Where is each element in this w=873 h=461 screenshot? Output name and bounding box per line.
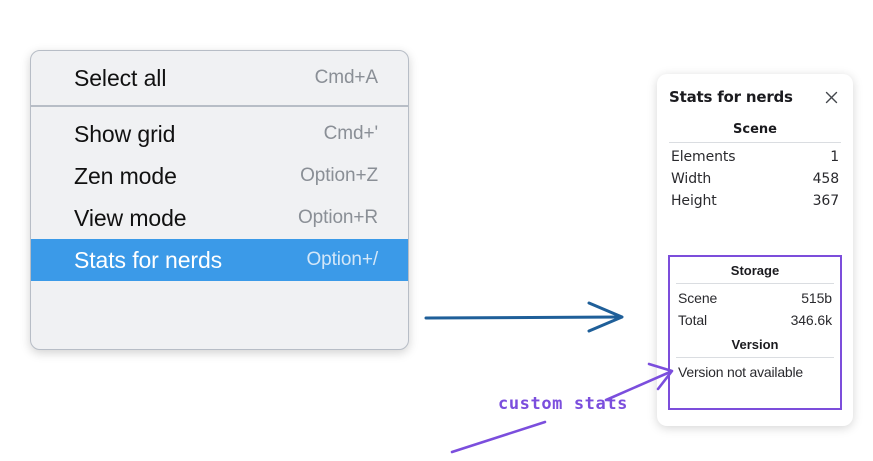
menu-item-shortcut: Option+R (298, 207, 378, 228)
stats-for-nerds-panel: Stats for nerds Scene Elements 1 Width 4… (657, 74, 853, 426)
section-title: Scene (733, 122, 777, 137)
stats-panel-header: Stats for nerds (669, 74, 841, 116)
menu-item-label: Zen mode (74, 162, 177, 189)
stat-value: 1 (830, 149, 839, 165)
section-rule (676, 283, 834, 284)
stat-value: 458 (812, 171, 840, 187)
menu-item-label: Select all (74, 64, 167, 91)
purple-underline-stroke (450, 420, 547, 454)
table-row: Width 458 (669, 168, 841, 190)
stat-key: Height (671, 193, 717, 209)
table-row: Height 367 (669, 190, 841, 212)
section-rule (676, 357, 834, 358)
menu-item-shortcut: Option+/ (306, 249, 378, 270)
menu-group-1: Select all Cmd+A (31, 51, 408, 105)
menu-item-view-mode[interactable]: View mode Option+R (31, 197, 408, 239)
stat-key: Width (671, 171, 712, 187)
context-menu[interactable]: Select all Cmd+A Show grid Cmd+' Zen mod… (30, 50, 409, 350)
close-icon[interactable] (821, 87, 841, 107)
menu-item-shortcut: Cmd+' (323, 123, 378, 144)
stats-panel-title: Stats for nerds (669, 88, 793, 106)
stat-key: Total (678, 312, 708, 328)
menu-divider (31, 105, 408, 107)
menu-item-label: Show grid (74, 120, 176, 147)
custom-stats-annotation-label: custom stats (498, 394, 629, 414)
stats-section-storage: Storage Scene 515b Total 346.6k (676, 257, 834, 331)
stats-section-version: Version Version not available (676, 331, 834, 383)
menu-item-stats-for-nerds[interactable]: Stats for nerds Option+/ (31, 239, 408, 281)
blue-arrow-icon (424, 301, 624, 333)
table-row: Total 346.6k (676, 309, 834, 331)
stats-section-scene: Scene Elements 1 Width 458 Height 367 (669, 116, 841, 212)
section-rule (669, 142, 841, 143)
menu-item-shortcut: Option+Z (300, 165, 378, 186)
table-row: Scene 515b (676, 287, 834, 309)
stat-key: Scene (678, 290, 718, 306)
stat-value: 515b (801, 290, 832, 306)
stat-value: 346.6k (790, 312, 833, 328)
menu-item-shortcut: Cmd+A (314, 67, 378, 88)
menu-item-select-all[interactable]: Select all Cmd+A (31, 57, 408, 99)
section-title: Version (731, 337, 779, 352)
stat-key: Elements (671, 149, 736, 165)
menu-item-label: View mode (74, 204, 187, 231)
version-text: Version not available (678, 364, 803, 380)
custom-stats-highlight-box: Storage Scene 515b Total 346.6k Version … (668, 255, 842, 410)
menu-group-2: Show grid Cmd+' Zen mode Option+Z View m… (31, 107, 408, 287)
menu-item-label: Stats for nerds (74, 246, 223, 273)
table-row: Elements 1 (669, 146, 841, 168)
menu-item-zen-mode[interactable]: Zen mode Option+Z (31, 155, 408, 197)
section-title: Storage (730, 263, 780, 278)
stat-value: 367 (812, 193, 840, 209)
menu-item-show-grid[interactable]: Show grid Cmd+' (31, 113, 408, 155)
